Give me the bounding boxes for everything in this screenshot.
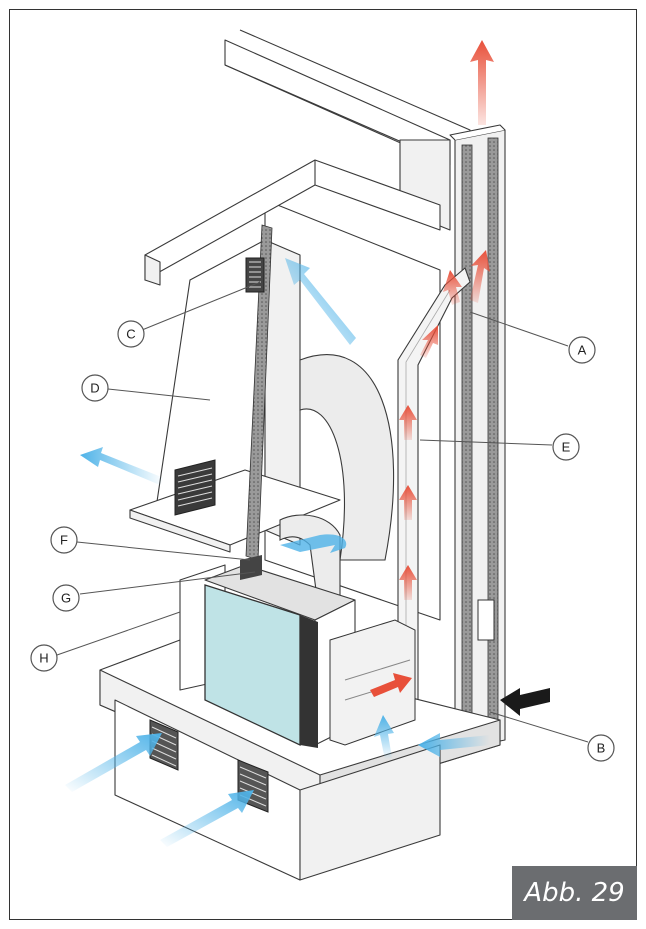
inlet-grille-left [149, 719, 179, 771]
figure-frame [9, 9, 637, 920]
callout-F: F [50, 526, 78, 554]
callout-H: H [30, 644, 58, 672]
leader-lines [56, 281, 589, 743]
callout-A: A [568, 336, 596, 364]
fireplace-insert [204, 555, 416, 748]
figure-label: Abb. 29 [512, 866, 637, 920]
callout-F-text: F [60, 533, 68, 548]
callout-C-text: C [126, 327, 135, 342]
callout-C: C [117, 320, 145, 348]
hood-top-slab [144, 159, 441, 286]
callout-E: E [552, 433, 580, 461]
callout-G: G [52, 584, 80, 612]
callout-E-text: E [562, 440, 571, 455]
callout-H-text: H [39, 651, 48, 666]
callout-B: B [587, 734, 615, 762]
outlet-grille-upper [245, 257, 265, 293]
callout-D-text: D [90, 381, 99, 396]
callout-B-text: B [597, 741, 606, 756]
chimney-column [449, 124, 506, 751]
outlet-grille-front [174, 459, 216, 516]
cold-air-arrows [65, 258, 490, 847]
callout-D: D [81, 374, 109, 402]
warm-air-arrows [370, 40, 494, 697]
callout-G-text: G [61, 591, 71, 606]
outside-air-inlet-arrow [500, 688, 550, 716]
callout-A-text: A [578, 343, 587, 358]
